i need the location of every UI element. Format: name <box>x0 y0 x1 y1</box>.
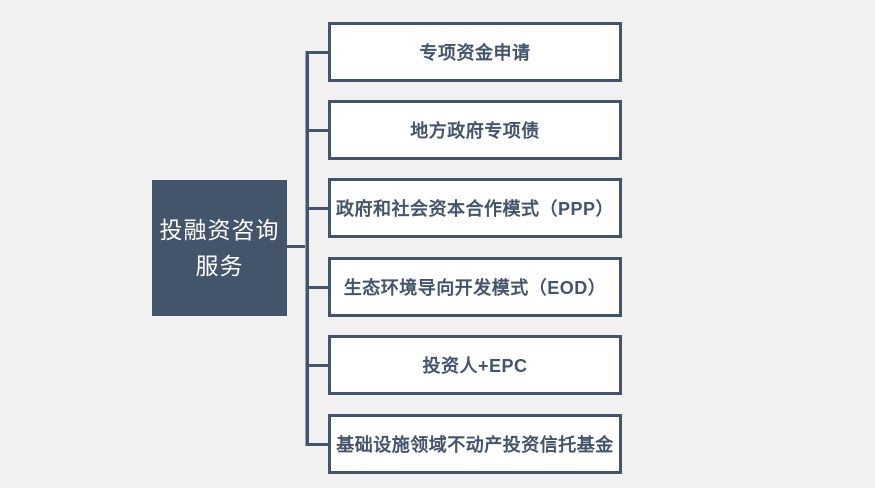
branch-node-label: 专项资金申请 <box>419 43 531 63</box>
branch-node-label: 政府和社会资本合作模式（PPP） <box>335 199 615 219</box>
connector-branch-6 <box>307 443 328 446</box>
root-node-label-line2: 服务 <box>195 253 244 279</box>
branch-node-ppp-model: 政府和社会资本合作模式（PPP） <box>328 178 622 238</box>
connector-trunk <box>306 51 309 446</box>
branch-node-label: 投资人+EPC <box>422 356 528 376</box>
branch-node-local-government-special-bonds: 地方政府专项债 <box>328 100 622 160</box>
root-node: 投融资咨询 服务 <box>152 180 287 316</box>
connector-branch-3 <box>307 207 328 210</box>
connector-branch-4 <box>307 286 328 289</box>
root-node-label-line1: 投融资咨询 <box>159 217 280 243</box>
branch-node-label: 地方政府专项债 <box>410 121 540 141</box>
connector-branch-1 <box>307 51 328 54</box>
branch-node-label: 生态环境导向开发模式（EOD） <box>343 278 607 298</box>
branch-node-label: 基础设施领域不动产投资信托基金 <box>336 435 614 455</box>
branch-node-eod-model: 生态环境导向开发模式（EOD） <box>328 257 622 317</box>
branch-node-investor-plus-epc: 投资人+EPC <box>328 335 622 395</box>
branch-node-infrastructure-reits: 基础设施领域不动产投资信托基金 <box>328 414 622 474</box>
connector-branch-5 <box>307 364 328 367</box>
branch-node-special-fund-application: 专项资金申请 <box>328 22 622 82</box>
connector-branch-2 <box>307 129 328 132</box>
connector-root-to-trunk <box>287 245 308 248</box>
